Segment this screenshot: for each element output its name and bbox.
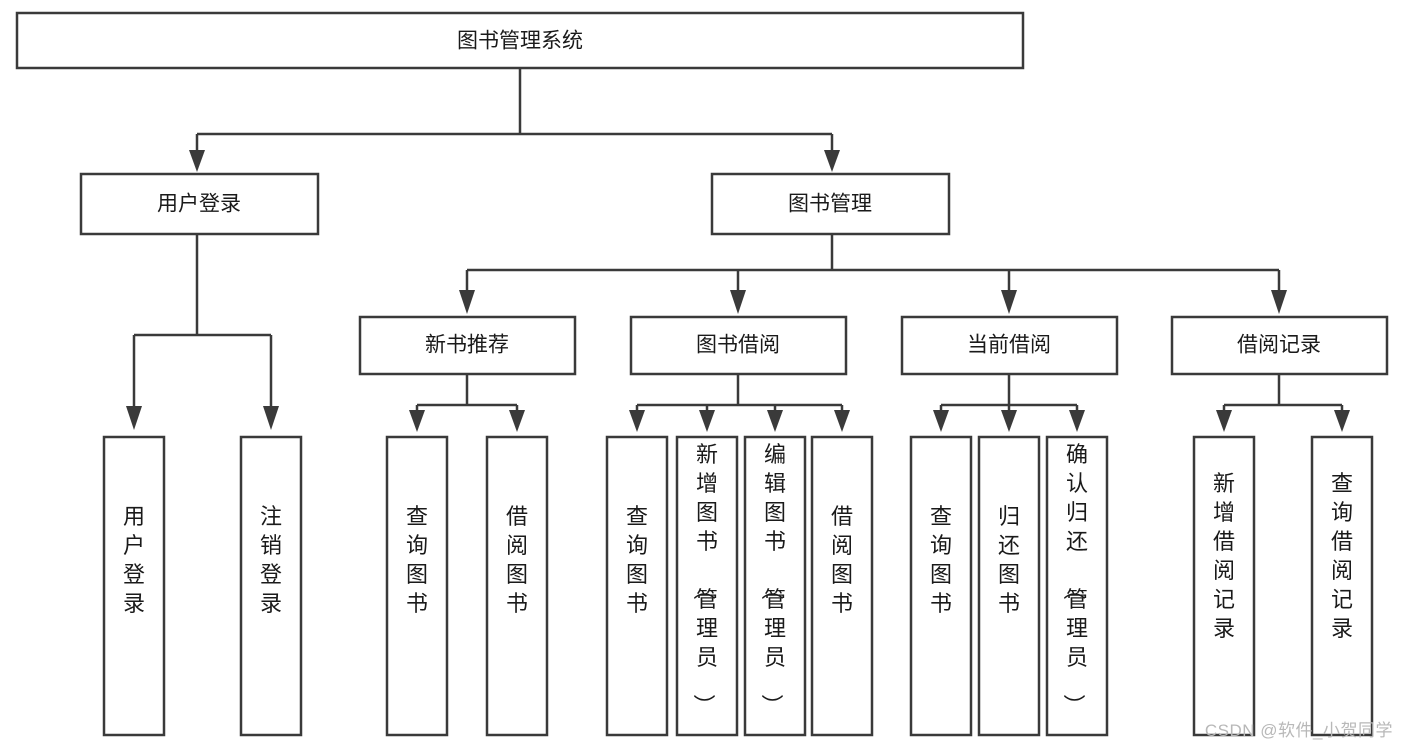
node-borrow-record[interactable]: 借阅记录	[1170, 315, 1389, 376]
leaf-node-nb-query-book[interactable]: 查询图书	[385, 435, 449, 737]
leaf-node-nb-query-book-box[interactable]	[385, 435, 449, 737]
leaf-node-rc-add-record-box[interactable]	[1192, 435, 1256, 737]
node-new-book-recommend-label: 新书推荐	[425, 334, 509, 357]
connector-group-borrow-to-leaves	[629, 374, 850, 432]
leaf-node-nb-borrow-book[interactable]: 借阅图书	[485, 435, 549, 737]
leaf-node-rc-query-record[interactable]: 查询借阅记录	[1310, 435, 1374, 737]
arrow-head-record	[1271, 290, 1287, 314]
leaf-node-bw-add-book[interactable]: 新增图书（管理员）	[675, 435, 739, 737]
leaf-node-rc-query-record-box[interactable]	[1310, 435, 1374, 737]
leaf-node-bw-borrow-book-label: 借阅图书	[831, 504, 853, 616]
arrow-head-leaf-user-login	[126, 406, 142, 430]
leaf-node-bw-edit-book-label: 编辑图书（管理员）	[759, 442, 786, 716]
leaf-node-bw-add-book-box[interactable]	[675, 435, 739, 737]
csdn-watermark: CSDN @软件_小贺同学	[1204, 721, 1393, 740]
node-current-borrow-box[interactable]	[900, 315, 1119, 376]
arrow-head-cb-leaf-1	[933, 410, 949, 432]
arrow-head-cb-leaf-3	[1069, 410, 1085, 432]
leaf-node-cb-return-book-box[interactable]	[977, 435, 1041, 737]
node-user-login[interactable]: 用户登录	[79, 172, 320, 236]
leaf-node-user-login-box[interactable]	[102, 435, 166, 737]
leaf-node-cb-query-book[interactable]: 查询图书	[909, 435, 973, 737]
leaf-node-bw-borrow-book[interactable]: 借阅图书	[810, 435, 874, 737]
connector-group-current-to-leaves	[933, 374, 1085, 432]
arrow-head-rc-leaf-1	[1216, 410, 1232, 432]
leaf-node-cb-confirm-return-box[interactable]	[1045, 435, 1109, 737]
node-current-borrow[interactable]: 当前借阅	[900, 315, 1119, 376]
leaf-node-rc-add-record-label: 新增借阅记录	[1213, 471, 1235, 641]
leaf-node-nb-borrow-book-label: 借阅图书	[506, 504, 528, 616]
node-borrow-record-label: 借阅记录	[1237, 334, 1321, 357]
leaf-node-rc-query-record-label: 查询借阅记录	[1331, 471, 1353, 641]
node-root-box[interactable]	[15, 11, 1025, 70]
leaf-node-bw-query-book-box[interactable]	[605, 435, 669, 737]
node-book-borrow[interactable]: 图书借阅	[629, 315, 848, 376]
node-borrow-record-box[interactable]	[1170, 315, 1389, 376]
leaf-node-logout[interactable]: 注销登录	[239, 435, 303, 737]
arrow-head-borrow	[730, 290, 746, 314]
arrow-head-leaf-logout	[263, 406, 279, 430]
node-user-login-label: 用户登录	[157, 193, 241, 216]
connector-group-root-to-level2	[189, 68, 840, 172]
leaf-node-user-login[interactable]: 用户登录	[102, 435, 166, 737]
leaf-node-bw-borrow-book-box[interactable]	[810, 435, 874, 737]
arrow-head-bw-leaf-1	[629, 410, 645, 432]
arrow-head-bw-leaf-2	[699, 410, 715, 432]
leaf-node-cb-confirm-return-label: 确认归还（管理员）	[1061, 442, 1088, 716]
arrow-head-bw-leaf-3	[767, 410, 783, 432]
arrow-head-cb-leaf-2	[1001, 410, 1017, 432]
connector-group-record-to-leaves	[1216, 374, 1350, 432]
arrow-head-book-mgmt	[824, 150, 840, 172]
leaf-node-bw-query-book-label: 查询图书	[626, 504, 648, 616]
leaf-node-user-login-label: 用户登录	[123, 504, 145, 616]
arrow-head-user-login	[189, 150, 205, 172]
arrow-head-current	[1001, 290, 1017, 314]
leaf-node-cb-return-book-label: 归还图书	[998, 504, 1020, 616]
node-root[interactable]: 图书管理系统	[15, 11, 1025, 70]
leaf-node-logout-label: 注销登录	[260, 504, 282, 616]
node-book-management[interactable]: 图书管理	[710, 172, 951, 236]
leaf-node-bw-edit-book-box[interactable]	[743, 435, 807, 737]
arrow-head-new-book	[459, 290, 475, 314]
leaf-node-bw-edit-book[interactable]: 编辑图书（管理员）	[743, 435, 807, 737]
leaf-node-nb-borrow-book-box[interactable]	[485, 435, 549, 737]
leaf-node-bw-add-book-label: 新增图书（管理员）	[691, 442, 718, 716]
node-current-borrow-label: 当前借阅	[967, 334, 1051, 357]
arrow-head-nb-leaf-2	[509, 410, 525, 432]
node-root-label: 图书管理系统	[457, 30, 583, 53]
leaf-node-logout-box[interactable]	[239, 435, 303, 737]
node-book-management-label: 图书管理	[788, 193, 872, 216]
leaf-node-bw-query-book[interactable]: 查询图书	[605, 435, 669, 737]
node-book-borrow-box[interactable]	[629, 315, 848, 376]
connector-group-user-login-to-leaves	[126, 234, 279, 430]
connector-group-book-mgmt-to-level3	[459, 234, 1287, 314]
node-new-book-recommend-box[interactable]	[358, 315, 577, 376]
node-book-borrow-label: 图书借阅	[696, 334, 780, 357]
arrow-head-rc-leaf-2	[1334, 410, 1350, 432]
leaf-node-cb-query-book-box[interactable]	[909, 435, 973, 737]
node-new-book-recommend[interactable]: 新书推荐	[358, 315, 577, 376]
arrow-head-nb-leaf-1	[409, 410, 425, 432]
leaf-node-rc-add-record[interactable]: 新增借阅记录	[1192, 435, 1256, 737]
arrow-head-bw-leaf-4	[834, 410, 850, 432]
node-book-management-box[interactable]	[710, 172, 951, 236]
leaf-node-cb-return-book[interactable]: 归还图书	[977, 435, 1041, 737]
leaf-node-nb-query-book-label: 查询图书	[406, 504, 428, 616]
connector-group-new-book-to-leaves	[409, 374, 525, 432]
leaf-node-cb-confirm-return[interactable]: 确认归还（管理员）	[1045, 435, 1109, 737]
node-user-login-box[interactable]	[79, 172, 320, 236]
leaf-node-cb-query-book-label: 查询图书	[930, 504, 952, 616]
